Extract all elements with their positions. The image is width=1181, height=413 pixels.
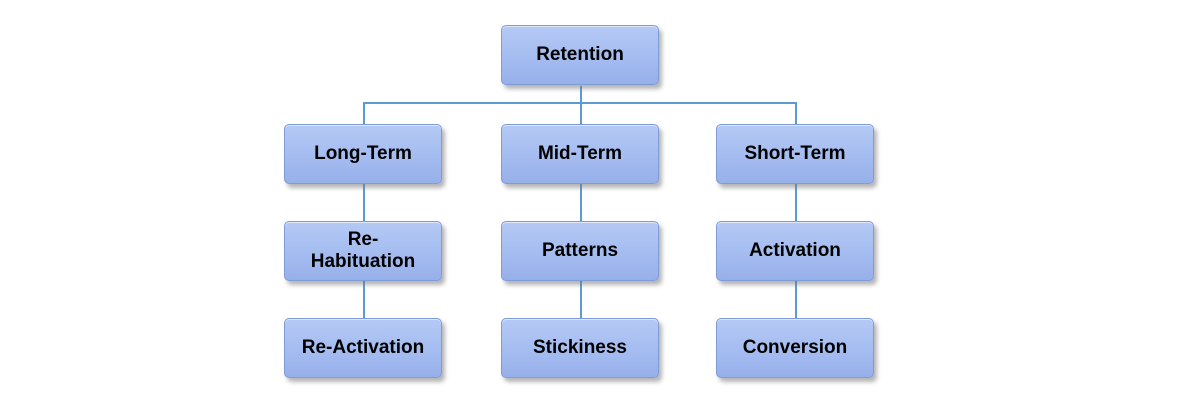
connector-bar-to-short-term — [795, 102, 797, 124]
node-long-term: Long-Term — [284, 124, 442, 184]
node-retention-label: Retention — [536, 44, 624, 65]
connector-bar-to-long-term — [363, 102, 365, 124]
connector-re-habituation-to-re-activation — [363, 281, 365, 318]
node-conversion: Conversion — [716, 318, 874, 378]
node-short-term-label: Short-Term — [744, 143, 846, 164]
node-conversion-label: Conversion — [742, 337, 848, 358]
node-mid-term: Mid-Term — [501, 124, 659, 184]
node-stickiness: Stickiness — [501, 318, 659, 378]
connector-long-term-to-re-habituation — [363, 184, 365, 221]
connector-activation-to-conversion — [795, 281, 797, 318]
node-patterns-label: Patterns — [541, 240, 619, 261]
node-activation-label: Activation — [749, 240, 841, 261]
connector-bar-to-mid-term — [580, 102, 582, 124]
node-mid-term-label: Mid-Term — [537, 143, 623, 164]
node-re-habituation-label: Re- Habituation — [310, 229, 416, 272]
node-re-activation-label: Re-Activation — [301, 337, 425, 358]
connector-short-term-to-activation — [795, 184, 797, 221]
connector-patterns-to-stickiness — [580, 281, 582, 318]
node-stickiness-label: Stickiness — [533, 337, 627, 358]
node-long-term-label: Long-Term — [314, 143, 412, 164]
node-patterns: Patterns — [501, 221, 659, 281]
connector-root-down — [580, 86, 582, 103]
node-re-habituation: Re- Habituation — [284, 221, 442, 281]
node-short-term: Short-Term — [716, 124, 874, 184]
connector-mid-term-to-patterns — [580, 184, 582, 221]
node-re-activation: Re-Activation — [284, 318, 442, 378]
node-activation: Activation — [716, 221, 874, 281]
node-retention: Retention — [501, 25, 659, 85]
